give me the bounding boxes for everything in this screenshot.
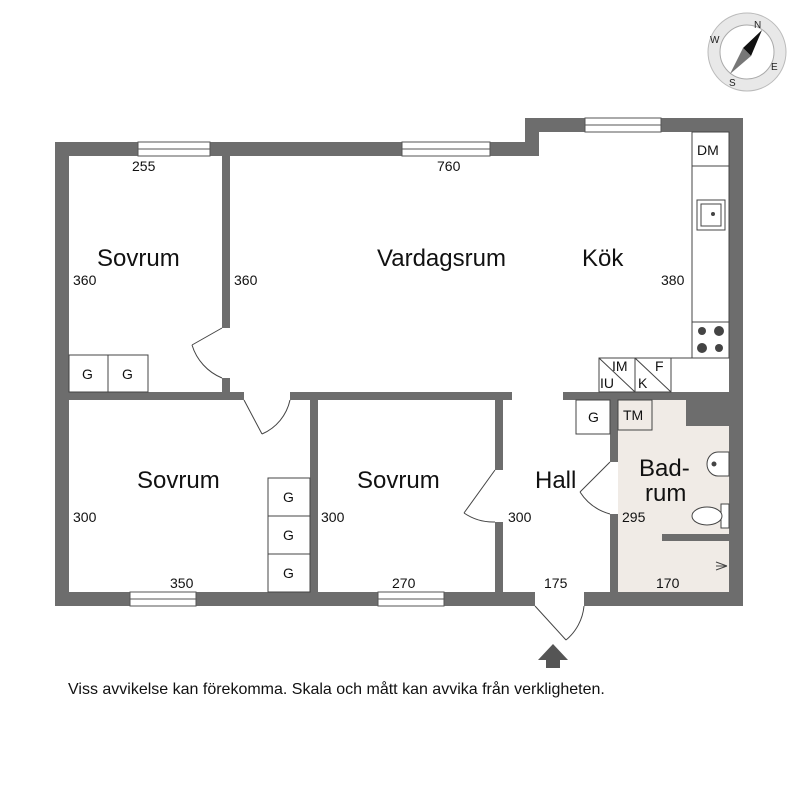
burner-1 [698, 327, 706, 335]
bathroom-floor [618, 400, 730, 592]
wardrobe-bl-3 [267, 553, 311, 593]
compass-label-s: S [729, 78, 736, 89]
room-badrum-line1: Bad- [639, 455, 690, 482]
sink-inner [700, 203, 722, 227]
burner-3 [697, 343, 707, 353]
shower-spray-3 [715, 565, 728, 571]
wall-left [55, 142, 69, 606]
entrance-arrow [538, 644, 568, 668]
wall-bottom-left [55, 592, 535, 606]
label-g-bl-1: G [283, 489, 294, 505]
kitchen-fixtures [598, 131, 730, 393]
dim-sovrum-top-height: 360 [73, 272, 97, 288]
label-tm: TM [623, 407, 643, 423]
window-panes [130, 124, 661, 600]
compass: N E S W [707, 12, 787, 92]
wall-right [729, 118, 743, 606]
washer-tm [617, 399, 653, 431]
dim-sovrum-bl-height: 300 [73, 509, 97, 525]
dim-sovrum-bl-width: 350 [170, 575, 194, 591]
burner-2 [714, 326, 724, 336]
label-g-bl-3: G [283, 565, 294, 581]
wall-middle-horizontal-center [290, 392, 512, 400]
wall-bottom-right [584, 592, 743, 606]
compass-needle-north [743, 30, 762, 56]
compass-label-e: E [771, 62, 778, 73]
bathroom-corner-block [686, 392, 729, 426]
dim-hall-height: 300 [508, 509, 532, 525]
label-g-bl-2: G [283, 527, 294, 543]
room-hall: Hall [535, 467, 576, 494]
disclaimer-text: Viss avvikelse kan förekomma. Skala och … [68, 681, 605, 698]
room-sovrum-top: Sovrum [97, 245, 180, 272]
door-entrance [534, 605, 585, 641]
door-sovrum-bm [463, 469, 496, 523]
dishwasher [691, 131, 730, 167]
room-badrum-line2: rum [645, 480, 686, 507]
sink-outer [696, 199, 726, 231]
burner-4 [715, 344, 723, 352]
dim-sovrum-top-width: 255 [132, 158, 156, 174]
bathroom-fixtures [691, 451, 730, 529]
label-g-top-1: G [82, 366, 93, 382]
shower-spray-1 [715, 561, 728, 567]
wardrobe-hall [575, 399, 611, 435]
wall-bathroom-partition [662, 534, 729, 541]
room-sovrum-bm: Sovrum [357, 467, 440, 494]
wall-middle-horizontal-right [563, 392, 688, 400]
door-sovrum-bl [243, 399, 291, 435]
sink-drain [711, 212, 715, 216]
wall-hall-left-upper [495, 400, 503, 470]
fridge-diag-left [598, 357, 636, 393]
dim-sovrum-bm-width: 270 [392, 575, 416, 591]
wardrobe-top-2 [107, 354, 149, 393]
compass-label-n: N [754, 20, 761, 31]
interior-walls [69, 156, 729, 592]
fridge-diag-right [634, 357, 672, 393]
room-sovrum-bl: Sovrum [137, 467, 220, 494]
dim-badrum-width: 170 [656, 575, 680, 591]
wall-sovrum-bottom-divider [310, 400, 318, 592]
room-kok: Kök [582, 245, 624, 272]
label-iu: IU [600, 375, 614, 391]
shower-icon [715, 561, 728, 571]
stove [691, 321, 730, 359]
room-vardagsrum: Vardagsrum [377, 245, 506, 272]
wall-bathroom-left-lower [610, 514, 618, 592]
doors [191, 327, 611, 641]
dim-badrum-height: 295 [622, 509, 646, 525]
toilet-bowl [691, 506, 723, 526]
door-bathroom [579, 461, 611, 515]
dim-sovrum-bm-height: 300 [321, 509, 345, 525]
label-k: K [638, 375, 648, 391]
wardrobes [68, 354, 653, 593]
wall-bathroom-left-upper [610, 400, 618, 462]
compass-label-w: W [710, 35, 720, 46]
label-f: F [655, 358, 664, 374]
wall-sovrum-top-right-lower [222, 378, 230, 400]
stove-burners [697, 326, 724, 353]
wall-sovrum-top-right [222, 156, 230, 328]
label-dm: DM [697, 142, 719, 158]
dim-hall-width: 175 [544, 575, 568, 591]
washbasin-drain [711, 461, 717, 467]
label-g-hall: G [588, 409, 599, 425]
door-sovrum-top [191, 327, 223, 379]
bathroom-washbasin [706, 451, 730, 477]
label-im: IM [612, 358, 628, 374]
wall-hall-left-lower [495, 522, 503, 592]
dim-kok-height: 380 [661, 272, 685, 288]
dim-vardagsrum-width: 760 [437, 158, 461, 174]
compass-needle-south [730, 48, 751, 74]
label-g-top-2: G [122, 366, 133, 382]
windows [129, 117, 662, 607]
dim-vardagsrum-height: 360 [234, 272, 258, 288]
wall-middle-horizontal-left [69, 392, 244, 400]
